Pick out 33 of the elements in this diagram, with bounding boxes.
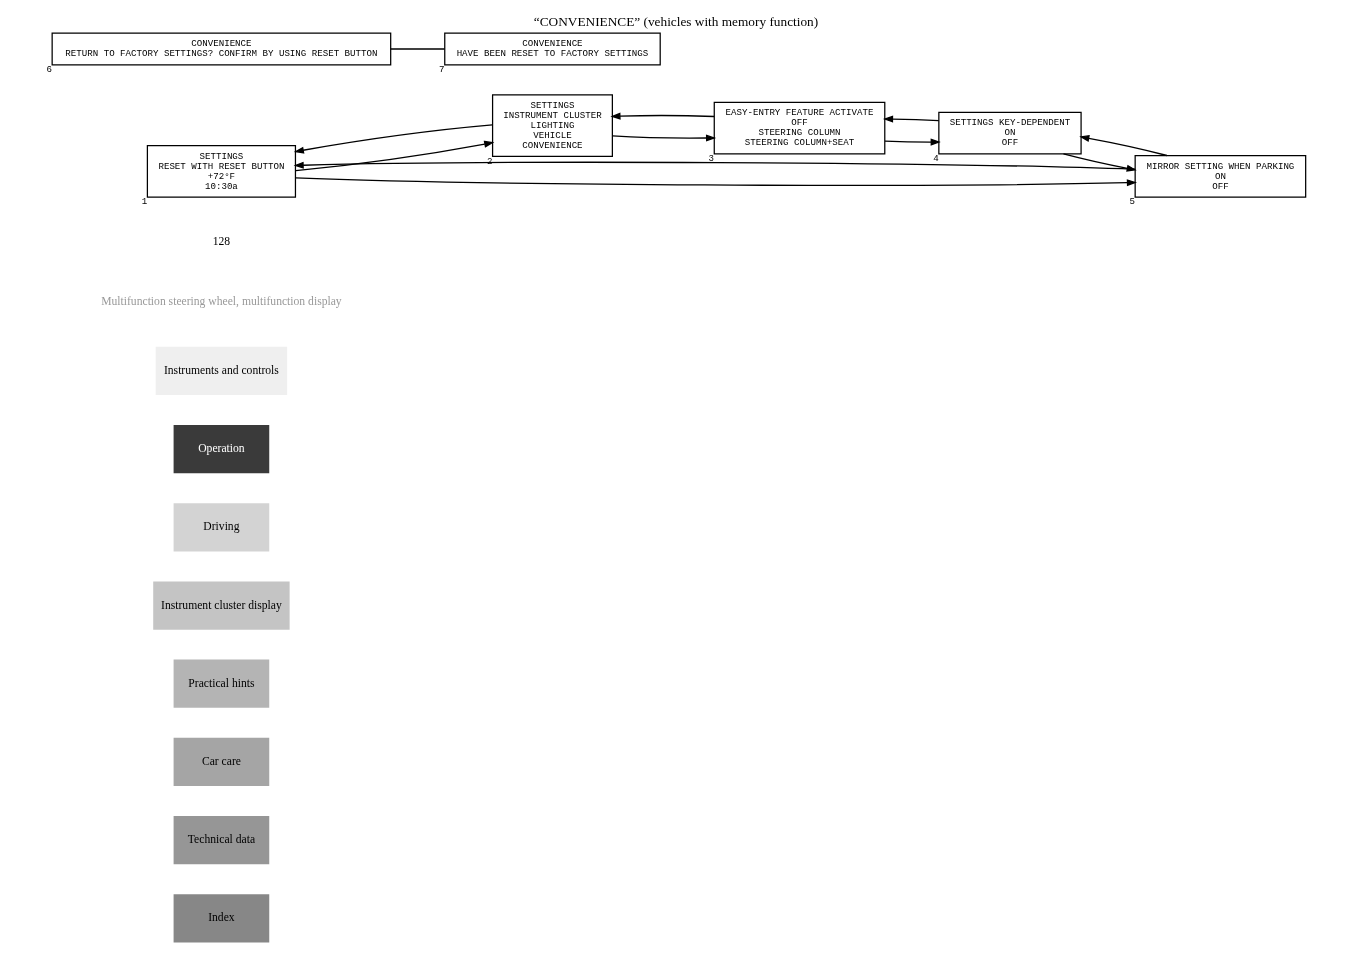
connector — [389, 48, 445, 50]
label: Technical data — [187, 833, 255, 847]
label: 128 — [212, 235, 230, 249]
arrow — [609, 112, 715, 120]
label: Driving — [202, 520, 240, 534]
label: Instrument cluster display — [160, 598, 282, 612]
diagram-title: “CONVENIENCE” (vehicles with memory function) — [533, 13, 818, 29]
arrow — [293, 124, 493, 154]
node-label: 5 — [1129, 196, 1135, 208]
node-box: SETTINGS KEY-DEPENDENT ON OFF — [937, 111, 1082, 155]
label: Practical hints — [187, 676, 255, 690]
node-label: 3 — [708, 153, 714, 165]
label: Instruments and controls — [163, 364, 279, 378]
arrow — [882, 115, 939, 123]
node-label: 7 — [438, 64, 445, 76]
arrow — [294, 177, 1137, 187]
arrow — [611, 134, 716, 142]
arrow — [294, 140, 494, 172]
node-box: MIRROR SETTING WHEN PARKING ON OFF — [1134, 154, 1306, 198]
node-box: CONVENIENCE RETURN TO FACTORY SETTINGS? CONFIRM BY USING RESET BUTTON — [51, 32, 391, 66]
node-box: EASY-ENTRY FEATURE ACTIVATE OFF STEERING COLUMN STEERING COLUMN+SEAT — [713, 101, 885, 155]
node-label: 6 — [46, 64, 52, 76]
node-box: SETTINGS INSTRUMENT CLUSTER LIGHTING VEHICLE CONVENIENCE — [491, 94, 613, 157]
node-label: 1 — [141, 196, 147, 208]
label: Operation — [197, 442, 245, 456]
label: Car care — [201, 754, 241, 768]
arrow — [883, 138, 941, 146]
node-label: 4 — [932, 153, 939, 165]
arrow — [1078, 134, 1168, 157]
node-box: SETTINGS RESET WITH RESET BUTTON +72°F 10:30a — [146, 144, 296, 198]
label: Multifunction steering wheel, multifunction display — [100, 294, 342, 308]
node-box: CONVENIENCE HAVE BEEN RESET TO FACTORY SETTINGS — [443, 32, 661, 66]
label: Index — [207, 911, 235, 925]
